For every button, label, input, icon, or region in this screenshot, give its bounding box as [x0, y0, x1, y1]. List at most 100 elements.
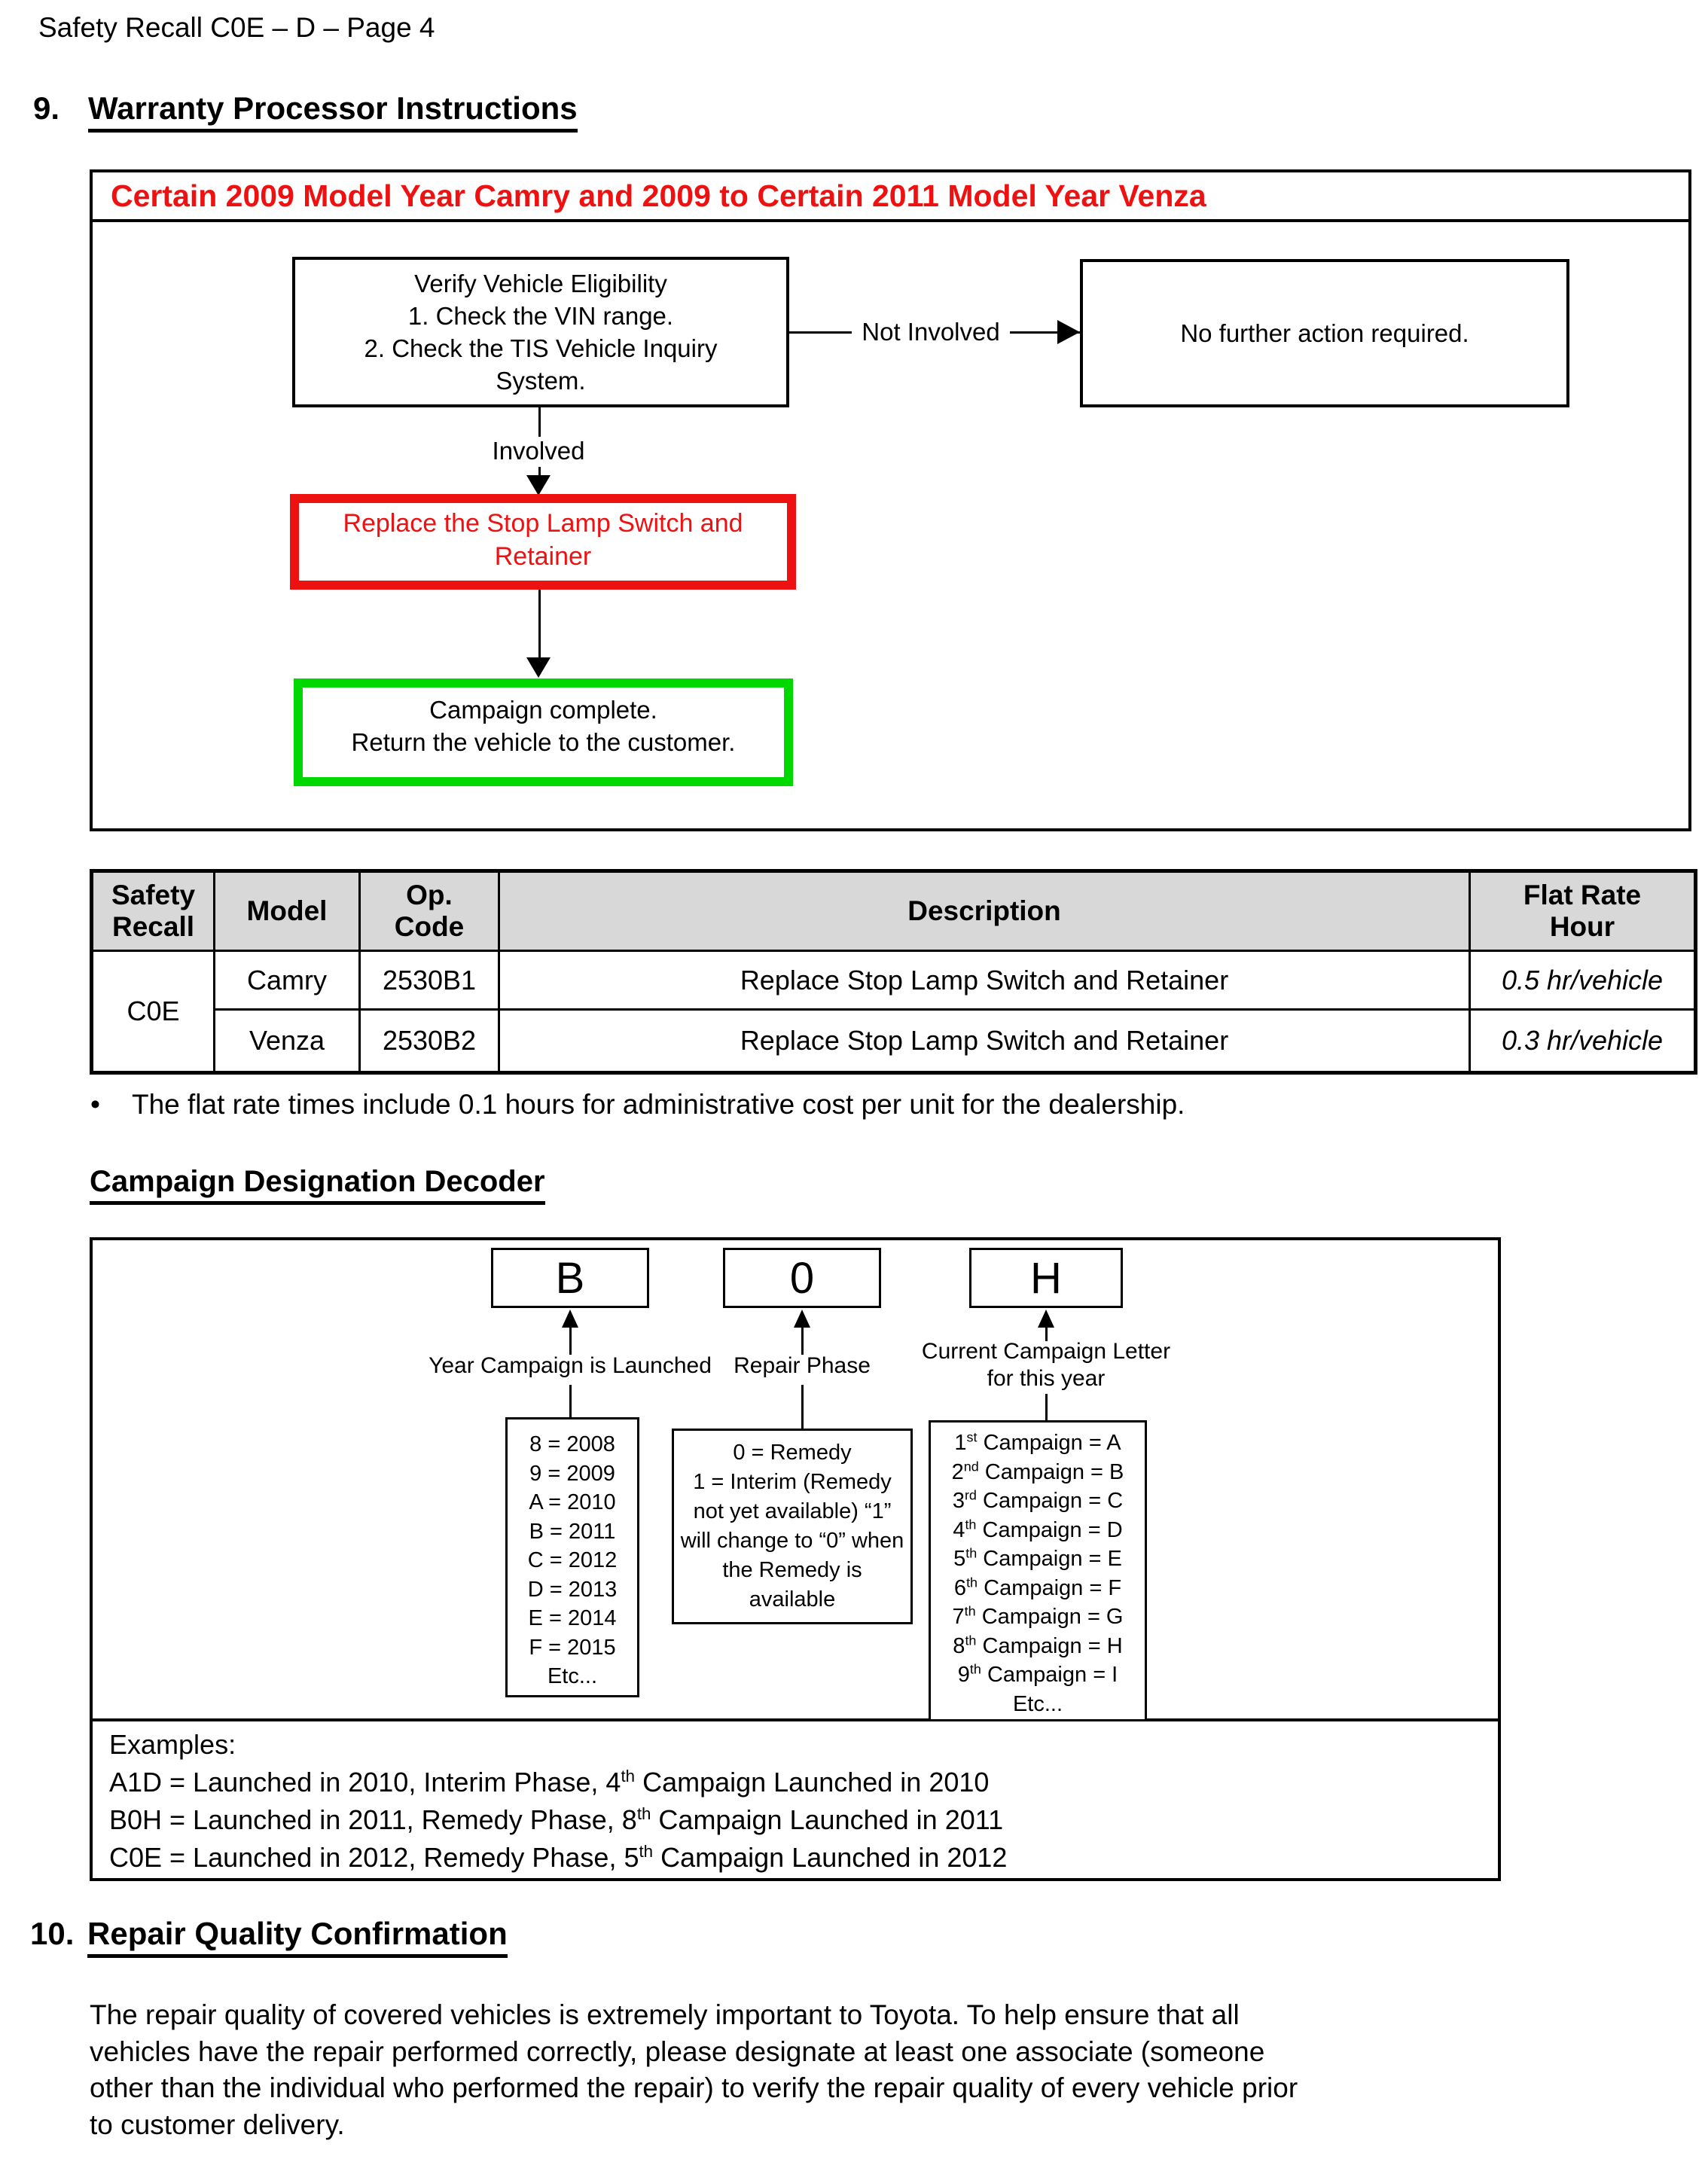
- flat-rate-footnote: • The flat rate times include 0.1 hours f…: [90, 1089, 1185, 1121]
- footnote-text: The flat rate times include 0.1 hours fo…: [131, 1089, 1185, 1120]
- involved-connector-line-upper: [538, 406, 541, 438]
- campaign-code-row: 9th Campaign = I: [931, 1660, 1145, 1690]
- year-arrow-line: [569, 1326, 572, 1355]
- verify-eligibility-box: Verify Vehicle Eligibility 1. Check the …: [292, 257, 789, 407]
- op-code-table: Safety Recall Model Op. Code Description…: [90, 869, 1697, 1075]
- section-9-number: 9.: [33, 90, 60, 126]
- ordinal-number: 3: [952, 1489, 965, 1513]
- examples-divider-line: [93, 1718, 1498, 1721]
- section-9-title-text: Warranty Processor Instructions: [88, 90, 578, 133]
- ordinal-number: 6: [953, 1575, 967, 1600]
- campaign-arrow-line: [1045, 1326, 1048, 1341]
- ordinal-number: 8: [953, 1633, 965, 1658]
- replace-switch-box: Replace the Stop Lamp Switch and Retaine…: [290, 494, 796, 590]
- example-line: A1D = Launched in 2010, Interim Phase, 4…: [109, 1764, 1007, 1801]
- campaign-letter-text: Campaign = C: [976, 1489, 1124, 1513]
- campaign-letter-text: Campaign = G: [975, 1605, 1124, 1629]
- campaign-code-row: 8th Campaign = H: [931, 1632, 1145, 1661]
- table-row: Venza 2530B2 Replace Stop Lamp Switch an…: [92, 1008, 1697, 1074]
- phase-drop-line: [801, 1385, 804, 1429]
- campaign-code-row: 4th Campaign = D: [931, 1516, 1145, 1545]
- campaign-complete-box: Campaign complete. Return the vehicle to…: [294, 678, 793, 786]
- section-10-paragraph: The repair quality of covered vehicles i…: [90, 1999, 1298, 2140]
- arrow-right-icon: [1057, 320, 1080, 344]
- col-header-op-code: Op. Code: [358, 870, 500, 952]
- involved-label: Involved: [459, 437, 618, 465]
- col-header-model: Model: [213, 870, 361, 952]
- model-cell: Camry: [213, 950, 361, 1011]
- campaign-letter-text: Campaign = I: [981, 1663, 1118, 1687]
- col-header-flat-rate: Flat Rate Hour: [1469, 870, 1697, 952]
- ordinal-suffix: th: [966, 1574, 978, 1590]
- ordinal-number: 7: [952, 1605, 965, 1629]
- decoder-examples: Examples: A1D = Launched in 2010, Interi…: [109, 1726, 1007, 1877]
- section-10-number: 10.: [30, 1916, 75, 1951]
- year-launched-label: Year Campaign is Launched: [429, 1353, 712, 1378]
- example-sup: th: [621, 1767, 636, 1785]
- ordinal-suffix: th: [969, 1661, 981, 1677]
- campaign-letter-text: Campaign = E: [977, 1547, 1122, 1571]
- model-cell: Venza: [213, 1008, 361, 1074]
- ordinal-suffix: nd: [963, 1458, 979, 1474]
- bullet-icon: •: [90, 1089, 100, 1120]
- ordinal-number: 4: [953, 1517, 965, 1542]
- arrow-down-icon: [526, 475, 551, 496]
- year-drop-line: [569, 1385, 572, 1417]
- example-text: Campaign Launched in 2011: [651, 1804, 1004, 1835]
- example-text: C0E = Launched in 2012, Remedy Phase, 5: [109, 1842, 639, 1873]
- campaign-code-row: 3rd Campaign = C: [931, 1487, 1145, 1516]
- example-sup: th: [639, 1842, 654, 1861]
- campaign-letter-text: Campaign = F: [978, 1575, 1122, 1600]
- eligibility-flowchart: Certain 2009 Model Year Camry and 2009 t…: [90, 169, 1691, 831]
- campaign-drop-line: [1045, 1394, 1048, 1420]
- campaign-codes-box: 1st Campaign = A 2nd Campaign = B 3rd Ca…: [929, 1420, 1147, 1721]
- op-code-cell: 2530B1: [358, 950, 500, 1011]
- arrow-up-icon: [1038, 1310, 1054, 1328]
- campaign-code-row: 1st Campaign = A: [931, 1429, 1145, 1458]
- ordinal-suffix: th: [965, 1516, 977, 1532]
- decoder-letter-campaign-box: H: [969, 1248, 1123, 1308]
- campaign-code-row: 6th Campaign = F: [931, 1574, 1145, 1603]
- arrow-up-icon: [562, 1310, 578, 1328]
- campaign-code-row: 7th Campaign = G: [931, 1602, 1145, 1632]
- ordinal-suffix: th: [964, 1603, 976, 1619]
- ordinal-number: 9: [957, 1663, 970, 1687]
- complete-connector-line: [538, 590, 541, 659]
- campaign-code-row: Etc...: [1012, 1691, 1063, 1716]
- example-line: B0H = Launched in 2011, Remedy Phase, 8t…: [109, 1801, 1007, 1839]
- flat-rate-cell: 0.5 hr/vehicle: [1469, 950, 1697, 1011]
- example-line: C0E = Launched in 2012, Remedy Phase, 5t…: [109, 1839, 1007, 1877]
- recall-code-cell: C0E: [90, 950, 215, 1074]
- description-cell: Replace Stop Lamp Switch and Retainer: [498, 1008, 1471, 1074]
- op-code-cell: 2530B2: [358, 1008, 500, 1074]
- page-header: Safety Recall C0E – D – Page 4: [38, 12, 435, 43]
- ordinal-suffix: th: [965, 1545, 978, 1561]
- not-involved-label: Not Involved: [852, 318, 1010, 346]
- ordinal-number: 5: [953, 1547, 966, 1571]
- table-header-row: Safety Recall Model Op. Code Description…: [90, 870, 1697, 952]
- decoder-letter-year-box: B: [491, 1248, 649, 1308]
- section-10-title-text: Repair Quality Confirmation: [87, 1916, 508, 1958]
- table-row: C0E Camry 2530B1 Replace Stop Lamp Switc…: [90, 950, 1697, 1074]
- arrow-up-icon: [794, 1310, 810, 1328]
- current-campaign-letter-label: Current Campaign Letter for this year: [921, 1339, 1171, 1391]
- no-further-action-box: No further action required.: [1080, 259, 1569, 407]
- example-text: B0H = Launched in 2011, Remedy Phase, 8: [109, 1804, 637, 1835]
- ordinal-number: 2: [951, 1459, 964, 1484]
- campaign-letter-text: Campaign = A: [977, 1431, 1121, 1455]
- example-text: A1D = Launched in 2010, Interim Phase, 4: [109, 1767, 621, 1798]
- example-text: Campaign Launched in 2012: [653, 1842, 1008, 1873]
- section-10-title: Repair Quality Confirmation: [87, 1916, 508, 1958]
- campaign-letter-text: Campaign = B: [978, 1459, 1124, 1484]
- ordinal-number: 1: [954, 1431, 967, 1455]
- ordinal-suffix: rd: [964, 1487, 977, 1503]
- repair-phase-label: Repair Phase: [734, 1353, 871, 1378]
- year-codes-box: 8 = 2008 9 = 2009 A = 2010 B = 2011 C = …: [505, 1417, 639, 1697]
- description-cell: Replace Stop Lamp Switch and Retainer: [498, 950, 1471, 1011]
- example-text: Campaign Launched in 2010: [635, 1767, 990, 1798]
- phase-codes-box: 0 = Remedy 1 = Interim (Remedy not yet a…: [672, 1429, 913, 1624]
- col-header-safety-recall: Safety Recall: [90, 870, 215, 952]
- examples-label: Examples:: [109, 1729, 236, 1760]
- campaign-letter-text: Campaign = H: [976, 1633, 1123, 1658]
